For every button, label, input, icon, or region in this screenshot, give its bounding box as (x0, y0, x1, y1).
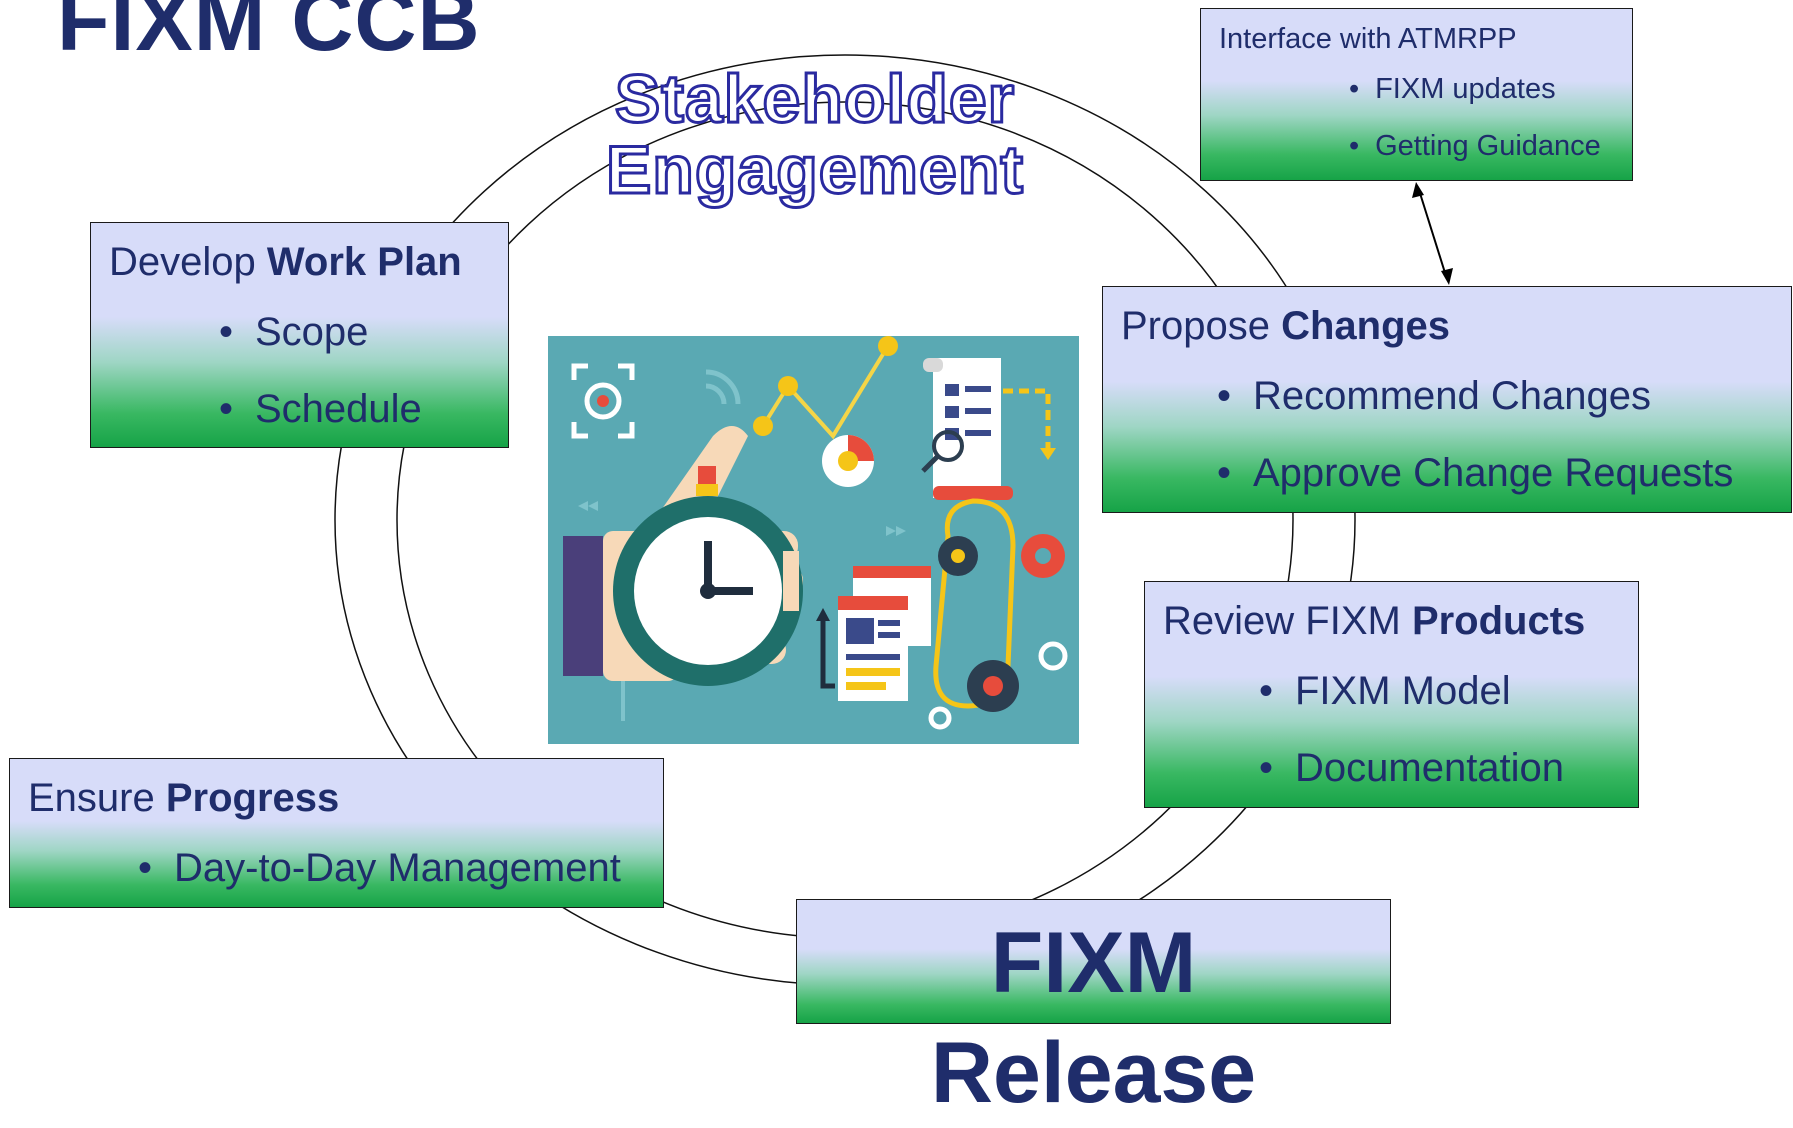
ensure-progress-box: Ensure Progress •Day-to-Day Management (9, 758, 664, 908)
propose-item-approve: •Approve Change Requests (1217, 451, 1734, 495)
productivity-illustration (548, 336, 1079, 744)
arrow-decoration-icon (578, 501, 906, 536)
review-item-documentation: •Documentation (1259, 746, 1565, 790)
stakeholder-line-2: Engagement (604, 132, 1025, 209)
interface-atmrpp-box: Interface with ATMRPP •FIXM updates •Get… (1200, 8, 1633, 181)
target-scan-icon (571, 363, 635, 439)
progress-item-management: •Day-to-Day Management (138, 846, 621, 890)
document-scroll-icon (921, 358, 1056, 500)
workplan-item-scope: •Scope (219, 310, 369, 354)
stakeholder-line-1: Stakeholder (613, 61, 1016, 137)
workplan-item-schedule: •Schedule (219, 387, 422, 431)
workplan-heading: Develop Work Plan (109, 240, 462, 284)
interface-item-fixm-updates: •FIXM updates (1349, 73, 1556, 105)
develop-work-plan-box: Develop Work Plan •Scope •Schedule (90, 222, 509, 448)
propose-heading: Propose Changes (1121, 304, 1451, 348)
review-item-model: •FIXM Model (1259, 669, 1511, 713)
interface-item-getting-guidance: •Getting Guidance (1349, 130, 1601, 162)
review-products-box: Review FIXM Products •FIXM Model •Docume… (1144, 581, 1639, 808)
signal-icon (705, 369, 741, 405)
propose-changes-box: Propose Changes •Recommend Changes •Appr… (1102, 286, 1792, 513)
progress-heading: Ensure Progress (28, 776, 340, 820)
gears-belt-icon (928, 498, 1068, 730)
trend-graph-icon (753, 336, 898, 487)
hand-stopwatch-icon (563, 426, 803, 686)
propose-item-recommend: •Recommend Changes (1217, 374, 1651, 418)
browser-windows-icon (621, 566, 931, 721)
review-heading: Review FIXM Products (1163, 599, 1586, 643)
stakeholder-engagement-label: Stakeholder Engagement (535, 61, 1095, 209)
interface-heading: Interface with ATMRPP (1219, 23, 1517, 55)
page-title: FIXM CCB (57, 0, 481, 69)
double-arrow-connector (1412, 182, 1453, 285)
